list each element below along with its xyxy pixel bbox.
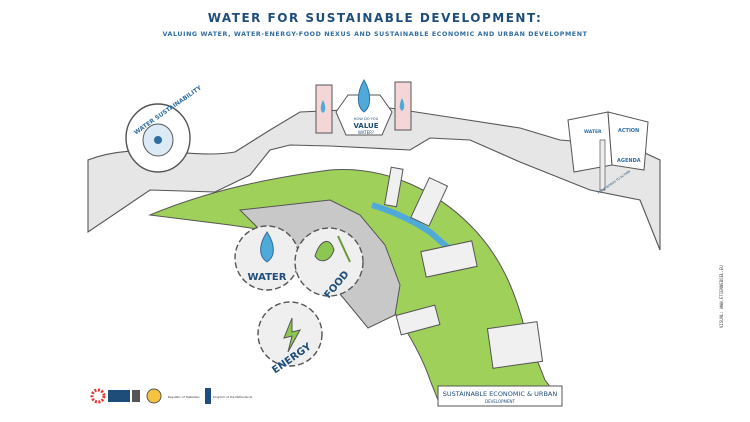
gear-water-text: WATER: [248, 272, 287, 283]
shield-bottom-text: WATER?: [358, 130, 374, 135]
sdg-logo: [90, 388, 106, 404]
book-agenda-text: AGENDA: [617, 158, 641, 164]
water-wheel: [125, 103, 191, 173]
un-logo: [108, 390, 130, 402]
page-subtitle: VALUING WATER, WATER-ENERGY-FOOD NEXUS A…: [162, 31, 588, 38]
netherlands-logo: [205, 388, 211, 404]
illustration-credit: VISUAL: WWW.ETIENNEBOEL.EU: [719, 265, 724, 328]
shield-value-text: VALUE: [353, 122, 378, 130]
hospital-building: [486, 321, 544, 369]
page-title: WATER FOR SUSTAINABLE DEVELOPMENT:: [207, 11, 543, 25]
apartment-building: [420, 240, 478, 278]
tajikistan-emblem: [146, 388, 162, 404]
action-agenda-book: [567, 111, 649, 191]
office-building: [410, 176, 449, 227]
netherlands-logo-text: Kingdom of the Netherlands: [213, 395, 253, 399]
banner-line2: DEVELOPMENT: [485, 399, 515, 404]
school-building: [395, 304, 441, 336]
republic-logo-text: Republic of Tajikistan: [168, 395, 200, 399]
book-action-text: ACTION: [618, 128, 639, 134]
tower-building: [384, 166, 404, 208]
book-water-text: WATER: [584, 129, 602, 135]
food-gear: [294, 227, 364, 297]
banner-line1: SUSTAINABLE ECONOMIC & URBAN: [443, 390, 558, 398]
shield-top-text: HOW DO YOU: [354, 117, 379, 121]
value-water-shield: [315, 79, 412, 136]
development-banner: [437, 385, 563, 407]
partner-logo: [132, 390, 140, 402]
energy-gear: [257, 301, 323, 367]
